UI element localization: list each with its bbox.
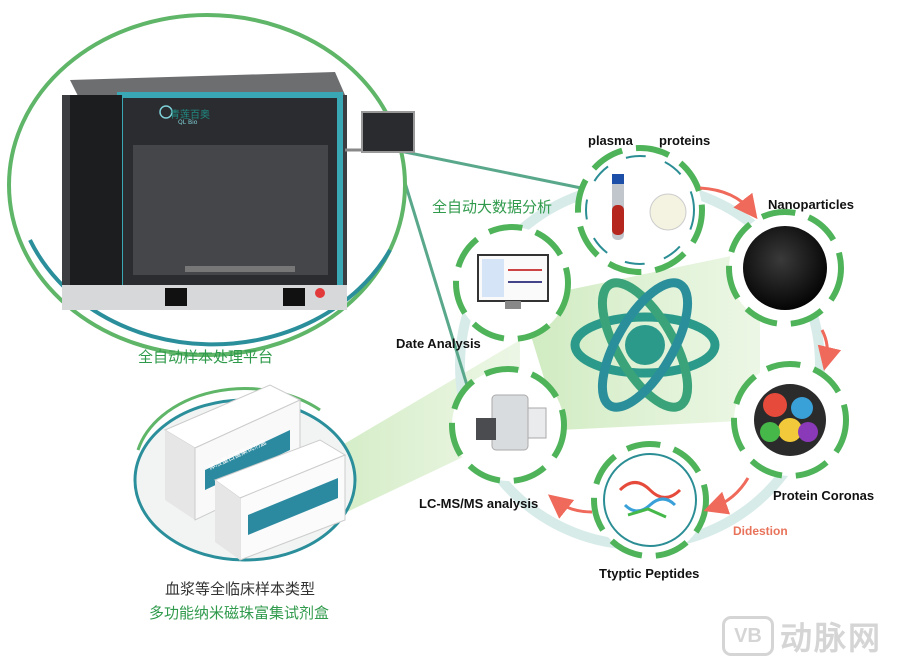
- arrow-peptides-to-lcms: [547, 494, 593, 519]
- kit-line1: 血浆等全临床样本类型: [165, 580, 316, 598]
- instrument-monitor: [361, 111, 415, 153]
- connector-line-left: [393, 149, 472, 396]
- label-peptides: Ttyptic Peptides: [599, 566, 700, 581]
- node-peptides: [591, 441, 709, 559]
- arrow-plasma-to-nano: [699, 186, 758, 220]
- watermark-logo-icon: VB: [721, 616, 774, 656]
- node-data-analysis: [453, 224, 571, 342]
- watermark: VB 动脉网: [721, 613, 882, 659]
- node-lcms: [449, 366, 567, 484]
- node-protein-coronas: [731, 361, 849, 479]
- label-bigdata: 全自动大数据分析: [432, 198, 553, 216]
- atom-logo: [570, 278, 720, 412]
- watermark-text: 动脉网: [779, 619, 882, 657]
- platform-title: 全自动样本处理平台: [138, 348, 274, 366]
- platform-brand-en: QL Bio: [178, 119, 198, 126]
- label-date-analysis: Date Analysis: [396, 336, 481, 351]
- arrow-nano-to-corona: [817, 329, 842, 371]
- instrument-logo: [159, 105, 173, 119]
- node-plasma: [575, 145, 705, 275]
- platform-brand-cn: 青莲百奥: [170, 110, 210, 121]
- kit-boxes: [163, 384, 347, 561]
- instrument-machine: [62, 72, 415, 310]
- label-protein-coronas: Protein Coronas: [773, 488, 875, 503]
- node-nanoparticles: [726, 209, 844, 327]
- label-proteins: proteins: [659, 133, 711, 148]
- label-plasma: plasma: [588, 133, 633, 148]
- kit-line2: 多功能纳米磁珠富集试剂盒: [149, 604, 330, 622]
- label-digestion: Didestion: [733, 524, 788, 538]
- label-nanoparticles: Nanoparticles: [768, 197, 854, 212]
- arrow-corona-to-peptides: [703, 477, 750, 515]
- label-lcms: LC-MS/MS analysis: [419, 496, 539, 511]
